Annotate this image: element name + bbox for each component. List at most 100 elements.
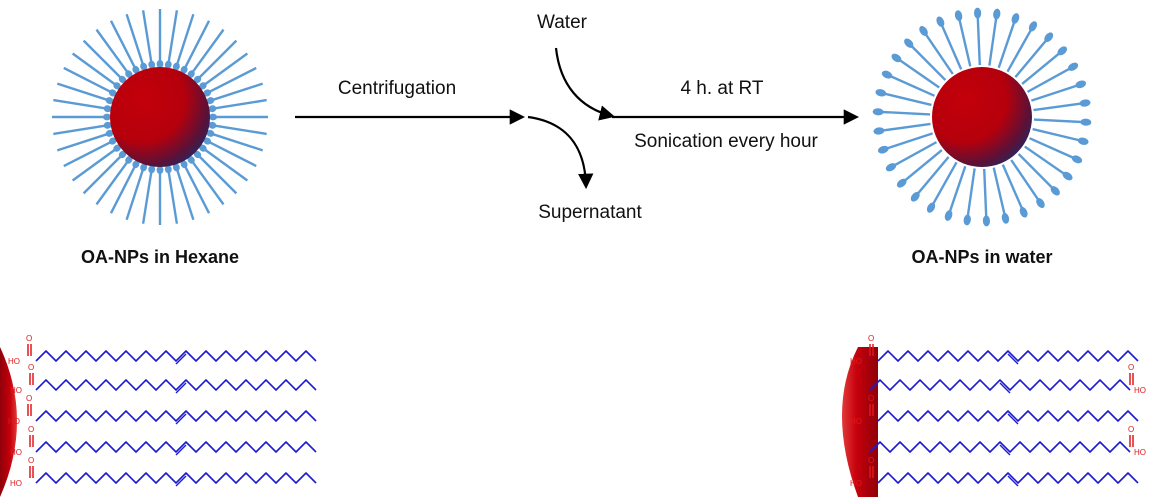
alkyl-chain bbox=[877, 410, 1139, 422]
ligand-tail bbox=[82, 39, 126, 83]
ligand-head bbox=[203, 89, 212, 97]
ligand-tail bbox=[209, 98, 267, 111]
ligand-tail bbox=[53, 98, 111, 111]
double-bond bbox=[175, 475, 187, 487]
ligand-head bbox=[199, 82, 207, 90]
ligand-tail bbox=[948, 165, 967, 213]
ligand-head bbox=[105, 129, 114, 137]
ligand-tail bbox=[1024, 145, 1065, 175]
oleic-acid-ligand-shell bbox=[52, 9, 268, 225]
ligand-tail bbox=[884, 92, 932, 107]
ligand-tail bbox=[181, 20, 211, 73]
ligand-head bbox=[1079, 99, 1091, 107]
bilayer-ligand-shell bbox=[872, 7, 1092, 227]
ligand-tail bbox=[1026, 67, 1071, 93]
oxygen-atom-label: O bbox=[868, 456, 874, 465]
ligand-tail bbox=[109, 20, 139, 73]
ligand-head bbox=[881, 70, 893, 79]
ligand-tail bbox=[931, 161, 958, 205]
alkyl-chain bbox=[869, 441, 1131, 453]
alkyl-chain bbox=[35, 350, 317, 362]
ligand-tail bbox=[1017, 153, 1054, 189]
ligand-head bbox=[873, 127, 885, 135]
alkyl-chain bbox=[35, 379, 317, 391]
ligand-tail bbox=[940, 24, 963, 70]
ligand-tail bbox=[992, 167, 1006, 215]
ligand-tail bbox=[181, 161, 211, 214]
ligand-head bbox=[187, 70, 195, 78]
ligand-head bbox=[206, 129, 215, 137]
double-bond bbox=[1007, 353, 1019, 365]
ligand-tail bbox=[958, 19, 972, 67]
ligand-head bbox=[973, 7, 982, 19]
ligand-head bbox=[208, 105, 217, 113]
oxygen-atom-label: O bbox=[28, 363, 34, 372]
ligand-head bbox=[919, 25, 928, 36]
ligand-head bbox=[891, 53, 902, 63]
oxygen-atom-label: O bbox=[1128, 363, 1134, 372]
ligand-head bbox=[164, 165, 172, 174]
hydroxyl-label: HO bbox=[8, 357, 20, 366]
ligand-head bbox=[105, 97, 114, 105]
time-condition-label: 4 h. at RT bbox=[680, 78, 763, 99]
ligand-head bbox=[108, 137, 117, 145]
ligand-tail bbox=[141, 166, 154, 224]
double-bond bbox=[175, 382, 187, 394]
ligand-head bbox=[172, 62, 180, 71]
ligand-tail bbox=[1021, 52, 1060, 85]
hydroxyl-label: HO bbox=[10, 448, 22, 457]
ligand-head bbox=[140, 62, 148, 71]
sonication-label: Sonication every hour bbox=[634, 131, 818, 152]
ligand-head bbox=[1080, 118, 1092, 126]
alkyl-chain bbox=[35, 410, 317, 422]
ligand-head bbox=[140, 163, 148, 172]
hydroxyl-label: HO bbox=[850, 417, 862, 426]
ligand-head bbox=[982, 215, 991, 227]
particle-surface bbox=[842, 347, 878, 497]
supernatant-label: Supernatant bbox=[538, 202, 642, 223]
ligand-head bbox=[993, 8, 1001, 20]
ligand-head bbox=[156, 60, 164, 68]
ligand-head bbox=[1062, 171, 1073, 181]
ligand-tail bbox=[976, 17, 981, 66]
ligand-head bbox=[1036, 198, 1045, 209]
supernatant-arrow bbox=[527, 115, 594, 190]
ligand-head bbox=[125, 156, 133, 164]
oxygen-atom-label: O bbox=[868, 334, 874, 343]
ligand-tail bbox=[141, 10, 154, 68]
ligand-tail bbox=[125, 164, 146, 221]
ligand-head bbox=[125, 70, 133, 78]
ligand-head bbox=[103, 121, 112, 129]
nanoparticle-core bbox=[110, 67, 210, 167]
ligand-tail bbox=[997, 21, 1016, 69]
ligand-head bbox=[904, 38, 914, 48]
ligand-head bbox=[872, 108, 884, 116]
ligand-tail bbox=[1033, 102, 1082, 112]
ligand-tail bbox=[1030, 84, 1078, 102]
ligand-head bbox=[1044, 32, 1054, 43]
ligand-tail bbox=[125, 13, 146, 70]
hydroxyl-label: HO bbox=[1134, 448, 1146, 457]
ligand-head bbox=[208, 121, 217, 129]
hydroxyl-label: HO bbox=[850, 479, 862, 488]
alkyl-chain bbox=[877, 472, 1139, 484]
ligand-tail bbox=[988, 17, 998, 66]
ligand-head bbox=[875, 89, 887, 97]
double-bond bbox=[999, 444, 1011, 456]
ligand-tail bbox=[194, 151, 238, 195]
ligand-tail bbox=[882, 122, 931, 132]
ligand-head bbox=[206, 97, 215, 105]
double-bond bbox=[175, 353, 187, 365]
ligand-head bbox=[1019, 207, 1028, 218]
ligand-tail bbox=[966, 168, 976, 217]
ligand-head bbox=[164, 60, 172, 69]
ligand-tail bbox=[188, 28, 225, 78]
oxygen-atom-label: O bbox=[28, 456, 34, 465]
ligand-tail bbox=[56, 131, 113, 152]
ligand-head bbox=[118, 150, 127, 159]
ligand-head bbox=[963, 214, 971, 226]
ligand-head bbox=[118, 75, 127, 84]
alkyl-chain bbox=[877, 350, 1139, 362]
ligand-tail bbox=[916, 156, 950, 195]
